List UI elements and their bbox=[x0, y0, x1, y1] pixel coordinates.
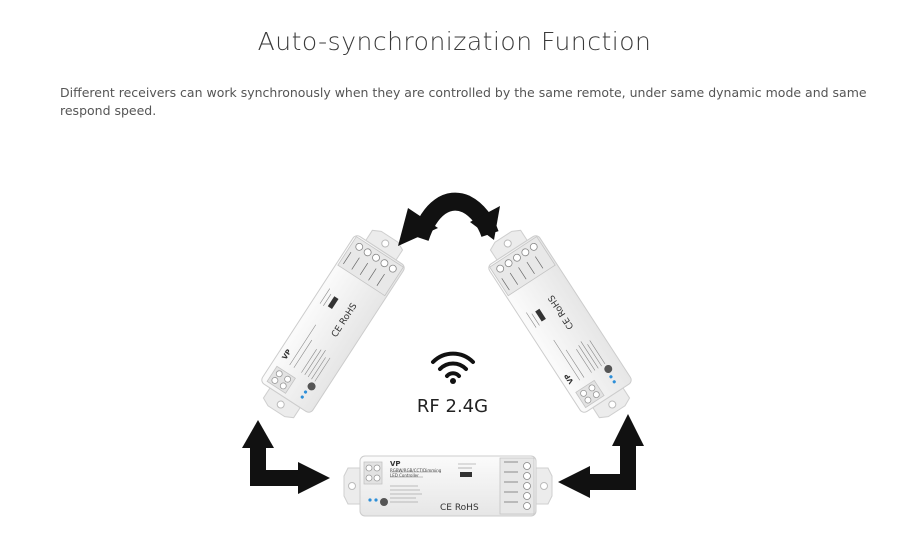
page-description: Different receivers can work synchronous… bbox=[60, 85, 867, 118]
device-model-label: VP bbox=[390, 460, 401, 468]
left-sync-arrow bbox=[242, 420, 330, 494]
right-sync-arrow bbox=[558, 414, 644, 498]
page-title: Auto-synchronization Function bbox=[257, 27, 652, 56]
wifi-icon bbox=[431, 351, 475, 384]
device-cert-label: CE RoHS bbox=[440, 503, 479, 513]
device-subtitle2-label: LED Controller bbox=[390, 473, 419, 478]
device-subtitle-label: RGBW/RGB/CCT/Dimming bbox=[390, 468, 442, 473]
rf-label: RF 2.4G bbox=[416, 396, 489, 417]
top-sync-arrow bbox=[398, 192, 500, 246]
